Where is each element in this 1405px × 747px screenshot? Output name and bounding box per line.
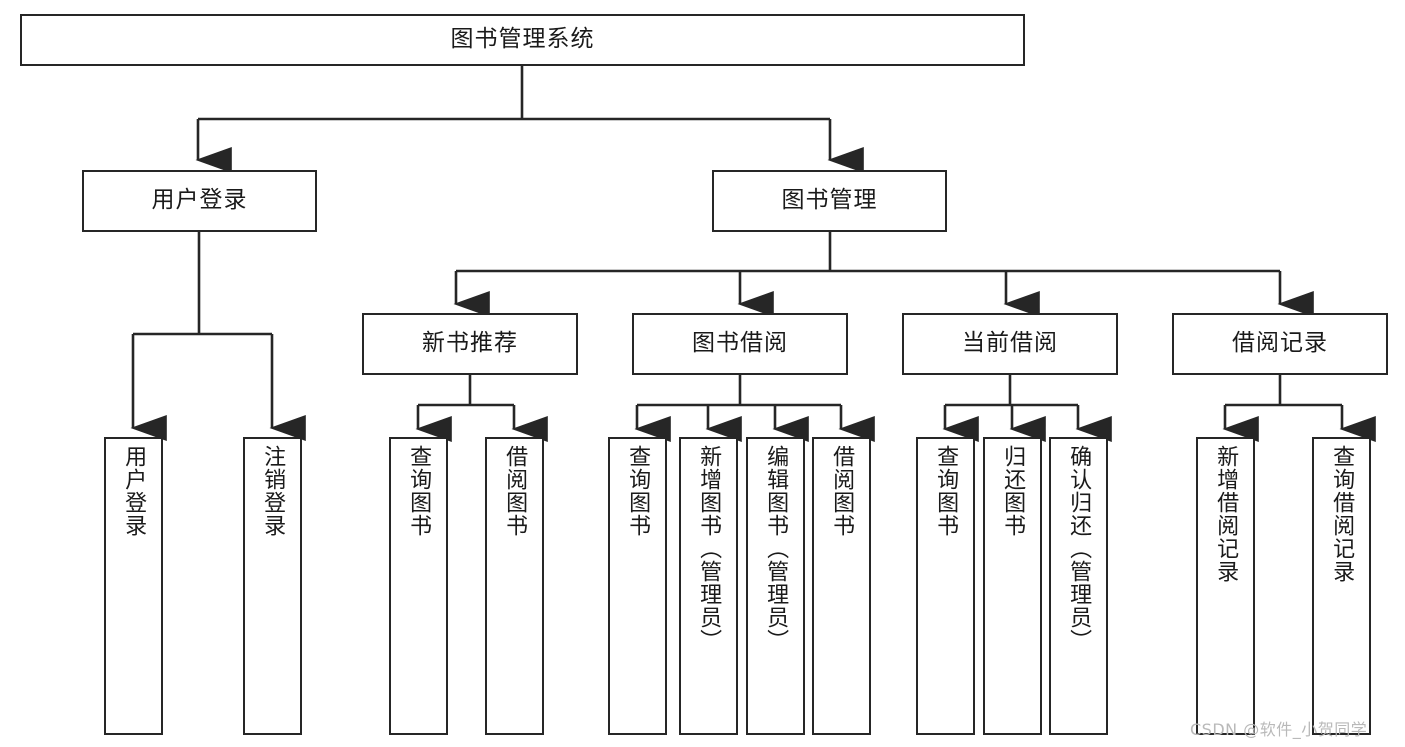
node-label: 借阅图书: [829, 445, 855, 537]
leaf-add-borrow-record[interactable]: 新增借阅记录: [1196, 437, 1255, 735]
node-label: 借阅图书: [502, 445, 528, 537]
node-label: 查询图书: [625, 445, 651, 537]
leaf-confirm-return-admin[interactable]: 确认归还（管理员）: [1049, 437, 1108, 735]
leaf-query-book-recommend[interactable]: 查询图书: [389, 437, 448, 735]
node-current-borrow[interactable]: 当前借阅: [902, 313, 1118, 375]
node-label: 图书管理: [781, 187, 878, 214]
node-label: 查询借阅记录: [1329, 445, 1355, 583]
leaf-return-book[interactable]: 归还图书: [983, 437, 1042, 735]
node-label: 确认归还（管理员）: [1066, 445, 1092, 652]
csdn-watermark: CSDN @软件_小贺同学: [1190, 720, 1368, 739]
leaf-borrow-book[interactable]: 借阅图书: [812, 437, 871, 735]
node-book-borrow[interactable]: 图书借阅: [632, 313, 848, 375]
node-label: 新增图书（管理员）: [696, 445, 722, 652]
node-label: 当前借阅: [962, 330, 1058, 357]
node-book-management-system[interactable]: 图书管理系统: [20, 14, 1025, 66]
node-label: 归还图书: [1000, 445, 1026, 537]
leaf-user-login[interactable]: 用户登录: [104, 437, 163, 735]
node-label: 新增借阅记录: [1213, 445, 1239, 583]
leaf-logout[interactable]: 注销登录: [243, 437, 302, 735]
node-label: 图书管理系统: [450, 26, 595, 53]
node-borrow-record[interactable]: 借阅记录: [1172, 313, 1388, 375]
node-book-management[interactable]: 图书管理: [712, 170, 947, 232]
node-label: 编辑图书（管理员）: [763, 445, 789, 652]
node-new-book-recommend[interactable]: 新书推荐: [362, 313, 578, 375]
node-label: 图书借阅: [692, 330, 788, 357]
leaf-query-book-borrow[interactable]: 查询图书: [608, 437, 667, 735]
leaf-borrow-book-recommend[interactable]: 借阅图书: [485, 437, 544, 735]
node-label: 注销登录: [260, 445, 286, 537]
leaf-query-borrow-record[interactable]: 查询借阅记录: [1312, 437, 1371, 735]
node-label: 用户登录: [121, 445, 147, 537]
node-label: 用户登录: [151, 187, 248, 214]
leaf-edit-book-admin[interactable]: 编辑图书（管理员）: [746, 437, 805, 735]
node-label: 查询图书: [933, 445, 959, 537]
leaf-add-book-admin[interactable]: 新增图书（管理员）: [679, 437, 738, 735]
leaf-query-book-current[interactable]: 查询图书: [916, 437, 975, 735]
node-label: 查询图书: [406, 445, 432, 537]
node-label: 借阅记录: [1232, 330, 1328, 357]
node-label: 新书推荐: [422, 330, 518, 357]
node-user-login[interactable]: 用户登录: [82, 170, 317, 232]
